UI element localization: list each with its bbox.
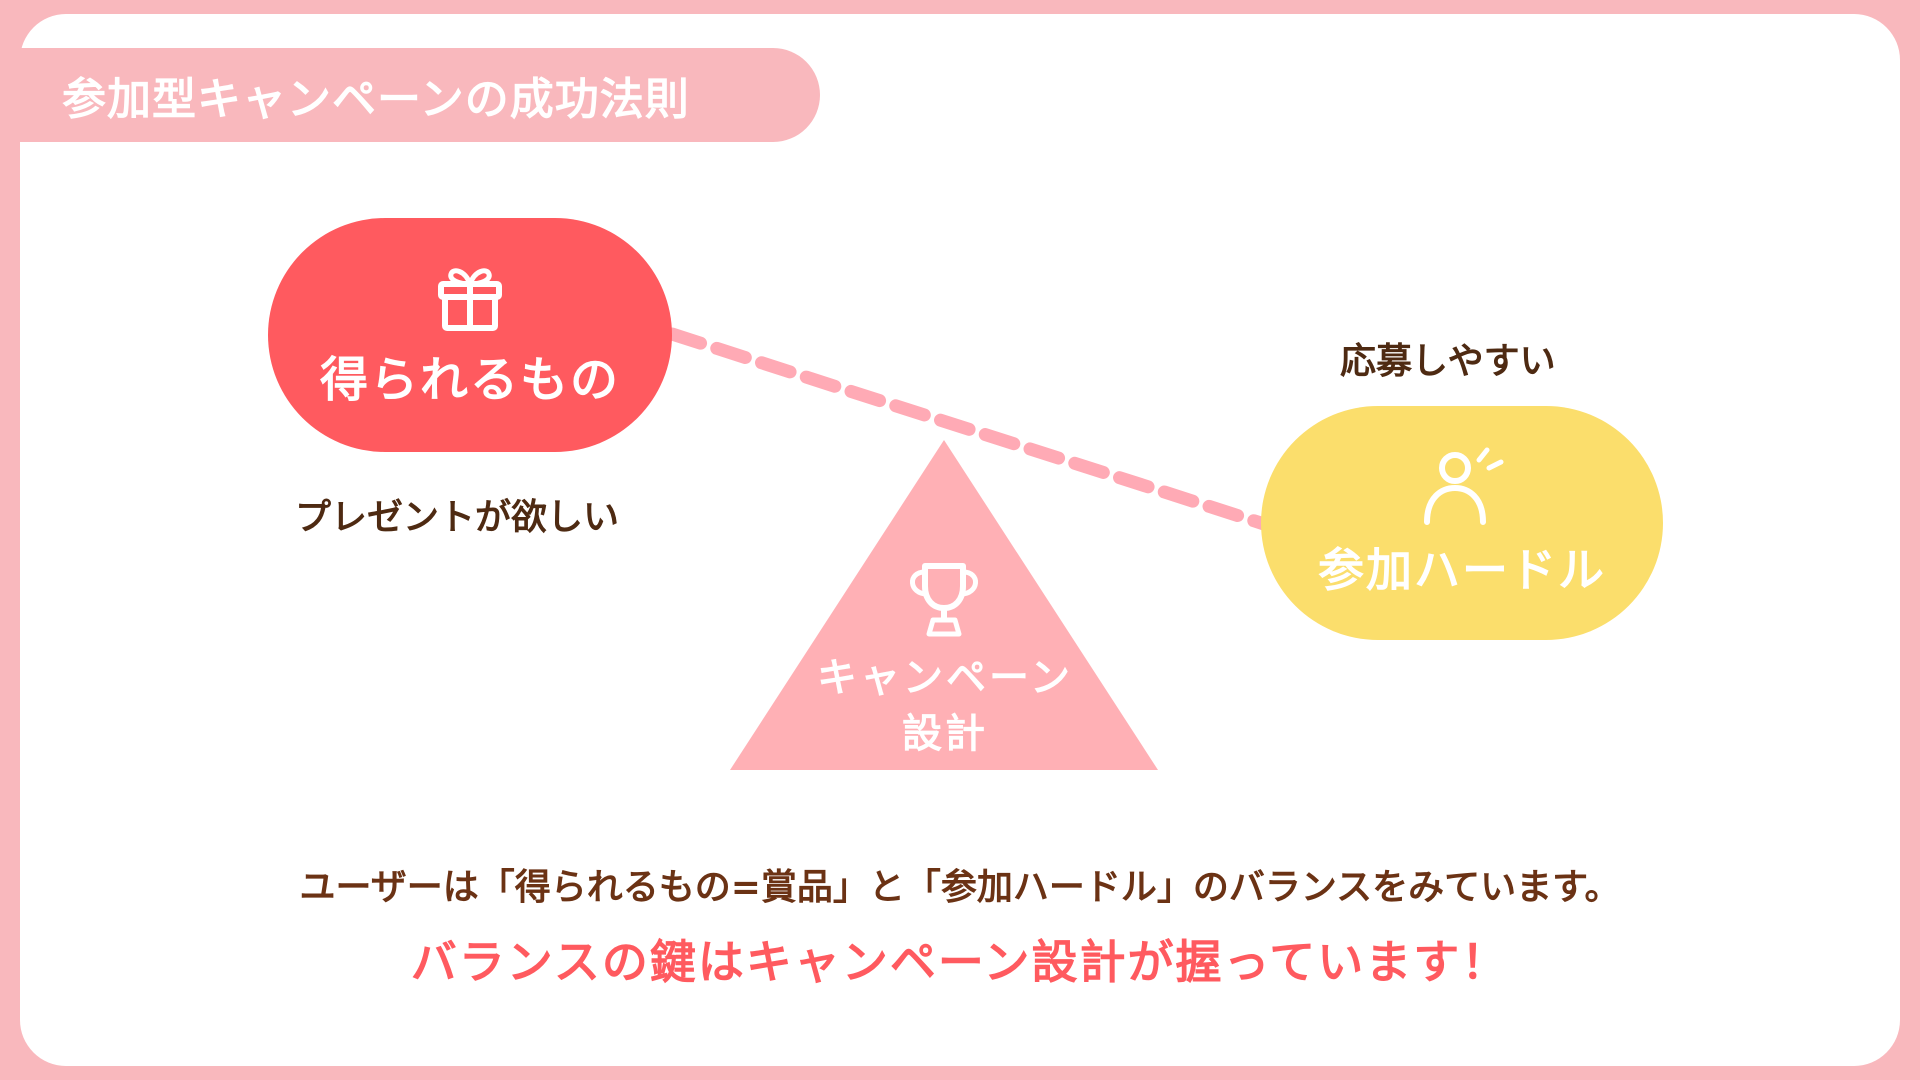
trophy-icon <box>910 563 978 637</box>
page-title: 参加型キャンペーンの成功法則 <box>62 74 690 125</box>
gain-label: 得られるもの <box>319 352 620 408</box>
campaign-design-label: キャンペーン 設計 <box>760 650 1130 762</box>
campaign-design-line1: キャンペーン <box>817 655 1073 701</box>
hurdle-label: 参加ハードル <box>1318 543 1606 597</box>
gift-icon <box>438 268 502 331</box>
person-icon <box>1424 447 1504 525</box>
key-message-text: バランスの鍵はキャンペーン設計が握っています！ <box>410 935 1510 989</box>
hurdle-caption: 応募しやすい <box>1340 341 1556 382</box>
gain-caption: プレゼントが欲しい <box>295 497 620 538</box>
summary-text: ユーザーは「得られるもの=賞品」と「参加ハードル」のバランスをみています。 <box>299 867 1621 908</box>
balance-dashed-line <box>665 327 1271 531</box>
campaign-design-line2: 設計 <box>902 711 988 757</box>
gain-pill: 得られるもの <box>268 218 672 452</box>
title-tab: 参加型キャンペーンの成功法則 <box>20 48 820 142</box>
hurdle-pill: 参加ハードル <box>1261 406 1663 640</box>
